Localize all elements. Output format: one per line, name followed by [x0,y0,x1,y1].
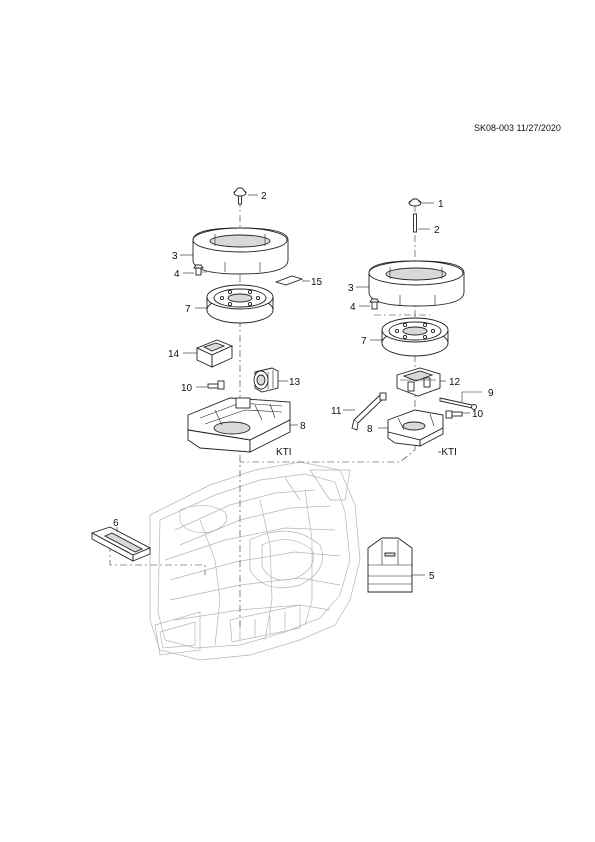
callout-10-right: 10 [472,409,484,420]
callout-10-left: 10 [181,383,193,394]
retaining-rod-part-2-right [413,213,417,233]
callout-7-right: 7 [361,336,367,347]
foam-spare-wheel-insert-part-3-right [368,260,465,307]
wing-nut-part-1 [408,198,422,207]
foam-spare-wheel-insert-part-3-left [192,227,289,275]
callout-6: 6 [113,518,119,529]
bolt-part-10-right [445,410,463,419]
callout-2-left: 2 [261,191,267,202]
callout-2-right: 2 [434,225,440,236]
callout-12: 12 [449,377,461,388]
wing-bolt-part-2-left [233,187,247,205]
callout-4-right: 4 [350,302,356,313]
diagram-reference-code: SK08-003 11/27/2020 [474,123,561,133]
callout-8-right: 8 [367,424,373,435]
vehicle-floor-outline [149,461,361,661]
callout-3-left: 3 [172,251,178,262]
callout-13: 13 [289,377,301,388]
compressor-part-13 [253,367,279,393]
bolt-part-10-left [207,380,225,390]
jack-part-6 [90,526,152,562]
callout-11: 11 [331,406,342,417]
spare-wheel-part-7-right [381,317,449,357]
spare-wheel-part-7-left [206,284,274,324]
storage-tray-part-8-right [387,409,444,447]
label-part-15 [274,275,304,286]
variant-label-non-kti: -KTI [438,447,457,458]
clip-part-4-left [193,264,204,276]
tow-hook-part-9 [439,397,477,410]
warning-label-part-5 [367,537,413,593]
callout-8-left: 8 [300,421,306,432]
callout-3-right: 3 [348,283,354,294]
callout-7-left: 7 [185,304,191,315]
tool-case-part-14 [195,339,234,368]
wheel-wrench-part-11 [351,392,387,431]
callout-5: 5 [429,571,435,582]
callout-1: 1 [438,199,444,210]
variant-label-kti: KTI [276,447,292,458]
storage-tray-part-8-left [187,397,291,453]
callout-15: 15 [311,277,323,288]
callout-9: 9 [488,388,494,399]
callout-14: 14 [168,349,180,360]
callout-4-left: 4 [174,269,180,280]
clip-part-4-right [369,298,380,310]
tool-bracket-part-12 [396,367,441,397]
